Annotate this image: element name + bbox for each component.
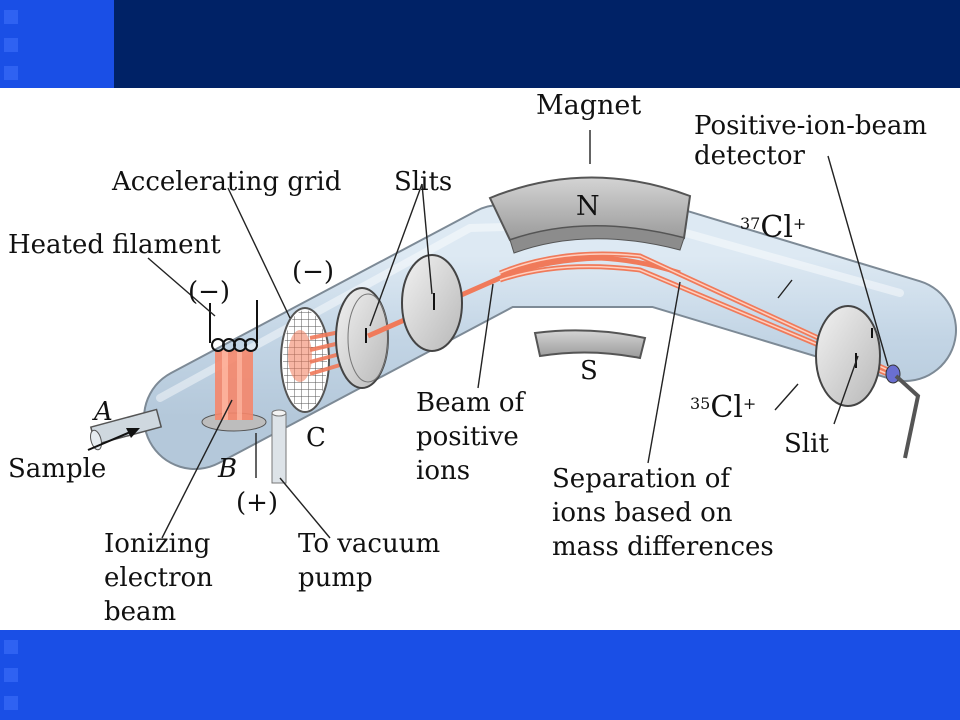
top-bar-accent bbox=[0, 0, 114, 88]
heated-filament bbox=[209, 300, 258, 352]
accelerating-grid-label: Accelerating grid bbox=[112, 167, 342, 197]
cl35-charge: + bbox=[742, 394, 757, 413]
south-pole-label: S bbox=[580, 356, 598, 386]
separation-label-line2: ions based on bbox=[552, 498, 733, 528]
magnet-south-pole bbox=[533, 329, 647, 360]
heated-filament-label: Heated filament bbox=[8, 230, 221, 260]
positive-charge-label: (+) bbox=[236, 488, 279, 518]
separation-label-line1: Separation of bbox=[552, 464, 730, 494]
sample-label: Sample bbox=[8, 454, 107, 484]
point-c-label: C bbox=[306, 423, 326, 453]
ionizing-label-line2: electron bbox=[104, 563, 213, 593]
cl37-label: 37Cl+ bbox=[740, 212, 806, 244]
point-b-label: B bbox=[218, 454, 238, 484]
beam-label-line3: ions bbox=[416, 456, 471, 486]
detector-label-line1: Positive-ion-beam bbox=[694, 111, 928, 141]
ionizing-electron-beam bbox=[215, 350, 253, 420]
mass-spectrometer-diagram bbox=[87, 130, 957, 539]
cl35-label: 35Cl+ bbox=[690, 392, 756, 424]
separation-label-line3: mass differences bbox=[552, 532, 774, 562]
vacuum-label-line2: pump bbox=[298, 563, 373, 593]
cl37-symbol: Cl bbox=[760, 210, 793, 245]
ionizing-label-line3: beam bbox=[104, 597, 177, 627]
north-pole-label: N bbox=[576, 191, 600, 222]
top-bar bbox=[0, 0, 960, 88]
negative-charge-label-1: (−) bbox=[188, 277, 231, 307]
ion-beam bbox=[366, 255, 681, 339]
vacuum-label-line1: To vacuum bbox=[298, 529, 441, 559]
beam-label-line1: Beam of bbox=[416, 388, 525, 418]
cl35-symbol: Cl bbox=[710, 390, 743, 425]
sample-arrowhead-icon bbox=[126, 428, 140, 438]
sample-arrow bbox=[87, 429, 136, 451]
ion-beam-detector bbox=[885, 364, 921, 459]
negative-charge-label-2: (−) bbox=[292, 257, 335, 287]
bottom-bar bbox=[0, 630, 960, 720]
beam-label-line2: positive bbox=[416, 422, 519, 452]
slits-label: Slits bbox=[394, 167, 453, 197]
leader-lines bbox=[147, 130, 889, 539]
detector-slit-disc bbox=[815, 305, 881, 407]
vacuum-pipe bbox=[271, 409, 287, 484]
detector-label-line2: detector bbox=[694, 141, 805, 171]
slit-label: Slit bbox=[784, 429, 829, 459]
slit-disc-2 bbox=[401, 254, 463, 352]
slit-disc-1 bbox=[335, 287, 389, 389]
cl35-mass-number: 35 bbox=[690, 394, 711, 413]
cl37-mass-number: 37 bbox=[740, 214, 761, 233]
ionizing-label-line1: Ionizing bbox=[104, 529, 211, 559]
point-a-label: A bbox=[94, 397, 113, 427]
magnet-label: Magnet bbox=[536, 90, 642, 121]
cl37-charge: + bbox=[792, 214, 807, 233]
magnet-north-pole bbox=[488, 176, 692, 254]
